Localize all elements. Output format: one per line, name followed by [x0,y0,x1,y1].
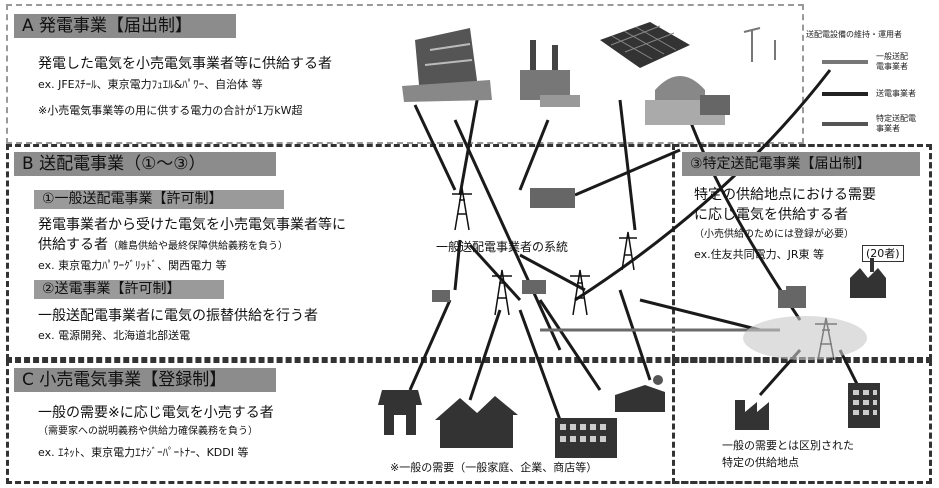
sub1-line2-main: 供給する者 [38,237,108,253]
legend-item-specific: 特定送配電 事業者 [876,114,916,133]
section-a-box [6,4,804,144]
section-a-note: ※小売電気事業等の用に供する電力の合計が1万kW超 [38,104,303,117]
special-area-box [672,360,932,484]
sub2-title: ②送電事業【許可制】 [34,280,224,299]
section-c-line1: 一般の需要※に応じ電気を小売する者 [38,405,274,421]
sub1-line2: 供給する者（離島供給や最終保障供給義務を負う） [38,236,288,254]
legend-lines [822,60,868,126]
demand-note: ※一般の需要（一般家庭、企業、商店等） [390,461,598,474]
b3-line1: 特定の供給地点における需要 [694,187,876,203]
section-a-examples: ex. JFEｽﾁｰﾙ、東京電力ﾌｭｴﾙ&ﾊﾟﾜｰ、自治体 等 [38,78,263,91]
network-lines [408,69,862,421]
section-b-title: B 送配電事業（①〜③） [14,152,276,176]
factory-special-icon [735,400,769,430]
b3-examples: ex.住友共同電力、JR東 等 [694,248,824,261]
section-a-title: A 発電事業【届出制】 [14,14,236,38]
solar-panel-icon [600,22,690,68]
house-icon [435,396,518,448]
b3-line2: に応じ電気を供給する者 [694,207,848,223]
office-building-icon [555,418,617,458]
wind-turbine-icon [743,27,776,62]
sub2-line1: 一般送配電事業者に電気の振替供給を行う者 [38,308,318,324]
shop-icon [378,390,422,435]
sub1-line1: 発電事業者から受けた電気を小売電気事業者等に [38,217,346,233]
sub1-line2-small: （離島供給や最終保障供給義務を負う） [108,241,288,252]
section-a-line1: 発電した電気を小売電気事業者等に供給する者 [38,56,332,72]
section-c-line2: （需要家への説明義務や供給力確保義務を負う） [38,426,258,437]
b3-line3: （小売供給のためには登録が必要） [694,229,854,240]
sub2-examples: ex. 電源開発、北海道北部送電 [38,329,191,342]
special-area-line1: 一般の需要とは区別された [722,439,854,452]
section-c-title: C 小売電気事業【登録制】 [14,368,276,392]
legend-title: 送配電設備の維持・運用者 [806,30,902,39]
dam-icon [402,28,492,102]
factory-icon [520,40,580,107]
tall-building-icon [848,383,880,428]
sub1-examples: ex. 東京電力ﾊﾟﾜｰｸﾞﾘｯﾄﾞ、関西電力 等 [38,259,227,272]
b3-count: (20者) [862,245,904,262]
special-area-line2: 特定の供給地点 [722,456,799,469]
special-area-ellipse [743,316,867,360]
nuclear-plant-icon [645,76,730,125]
legend-item-transmission: 送電事業者 [876,89,916,98]
warehouse-icon [615,375,665,412]
grid-label: 一般送配電事業者の系統 [436,240,569,254]
section-b3-title: ③特定送配電事業【届出制】 [682,152,920,176]
section-c-examples: ex. ｴﾈｯﾄ、東京電力ｴﾅｼﾞｰﾊﾟｰﾄﾅｰ、KDDI 等 [38,446,249,459]
legend-item-general: 一般送配 電事業者 [876,52,908,71]
sub1-title: ①一般送配電事業【許可制】 [34,190,284,209]
